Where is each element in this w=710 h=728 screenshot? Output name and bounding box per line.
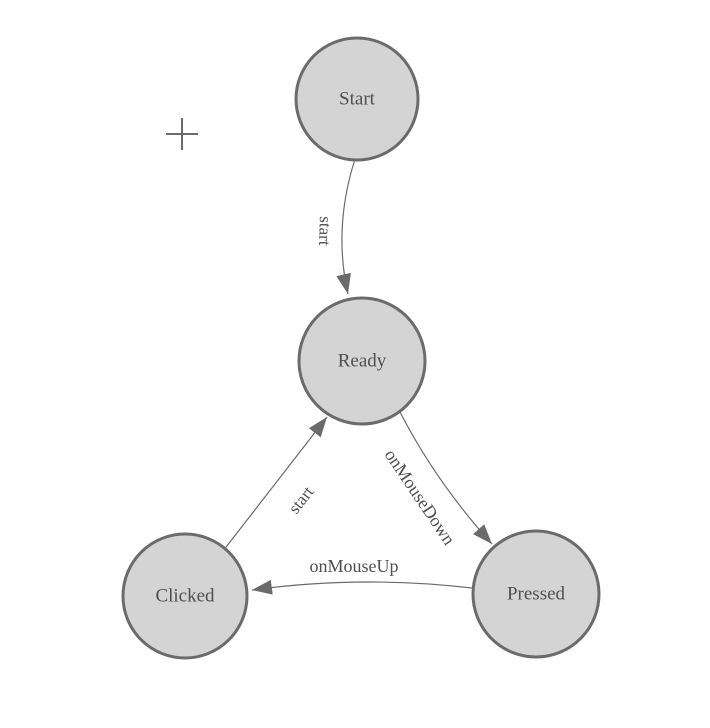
edge-start-to-ready[interactable] [336,158,356,295]
node-ready[interactable]: Ready [297,296,427,426]
node-ready-circle [297,296,427,426]
node-pressed-circle [471,529,601,659]
node-clicked[interactable]: Clicked [121,532,249,660]
edge-pressed-to-clicked[interactable] [251,579,473,595]
node-start-circle [294,36,420,162]
crosshair-icon [166,118,198,150]
node-start[interactable]: Start [294,36,420,162]
node-ready-label: Ready [338,351,387,372]
edge-label-pressed-to-clicked: onMouseUp [310,556,399,576]
node-pressed[interactable]: Pressed [471,529,601,659]
node-clicked-label: Clicked [155,586,215,607]
edge-clicked-to-ready[interactable] [222,416,328,552]
edge-ready-to-pressed[interactable] [399,411,493,545]
node-clicked-circle [121,532,249,660]
edge-label-clicked-to-ready: start [285,482,318,517]
edge-label-start-to-ready: start [315,216,335,246]
edge-label-ready-to-pressed: onMouseDown [381,445,460,548]
node-pressed-label: Pressed [507,584,566,605]
node-start-label: Start [339,89,376,110]
